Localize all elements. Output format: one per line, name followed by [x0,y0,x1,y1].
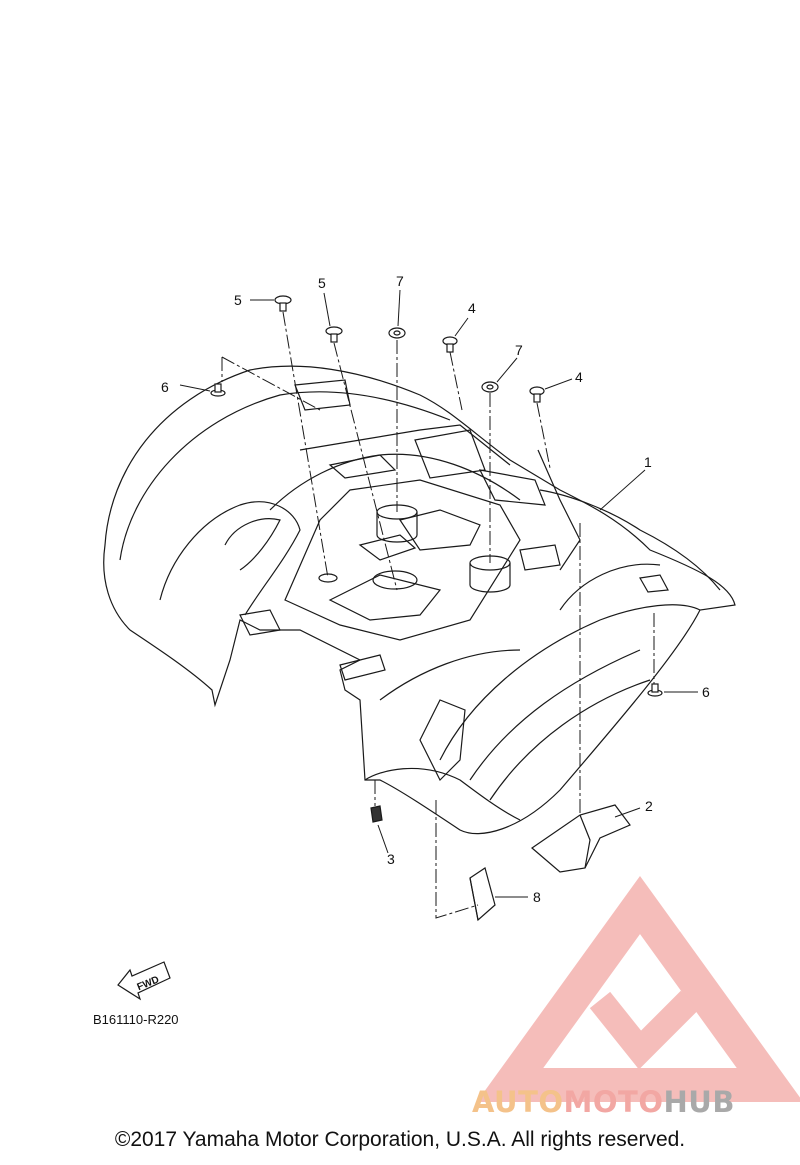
copyright-text: ©2017 Yamaha Motor Corporation, U.S.A. A… [114,1128,686,1151]
watermark-part1: AUTO [472,1085,564,1119]
callout-6-right: 6 [702,684,710,700]
callout-4-upper: 4 [468,300,476,316]
callout-3: 3 [387,851,395,867]
callout-5-upper: 5 [318,275,326,291]
callout-1: 1 [644,454,652,470]
callout-5-left: 5 [234,292,242,308]
callout-7-upper: 7 [396,273,404,289]
rear-fender [103,365,736,835]
fwd-arrow-icon: FWD [117,961,171,1001]
callout-8: 8 [533,889,541,905]
leader-lines-solid [179,289,698,898]
leader-lines [221,311,655,919]
watermark-part2: MOTO [563,1085,664,1119]
diagram-code: B161110-R220 [93,1012,179,1027]
callout-6-left: 6 [161,379,169,395]
callout-7-lower: 7 [515,342,523,358]
part-2-flap [531,804,631,873]
watermark-part3: HUB [663,1085,735,1119]
callout-2: 2 [645,798,653,814]
watermark-logo [476,875,800,1102]
callout-4-right: 4 [575,369,583,385]
watermark-text: AUTOMOTOHUB [472,1085,735,1119]
fasteners [210,295,663,697]
part-3-nut [370,805,383,823]
part-8-pad [469,867,496,922]
